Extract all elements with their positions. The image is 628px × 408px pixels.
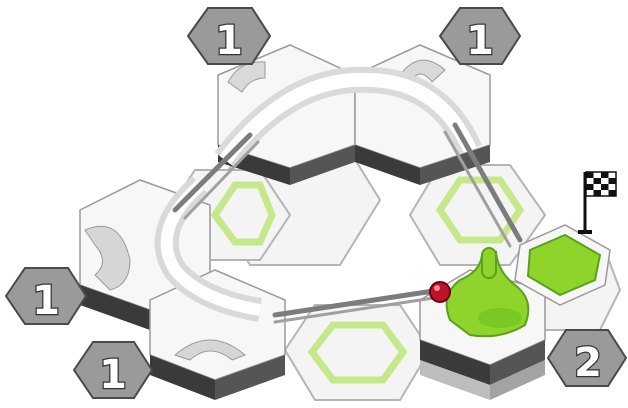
base-hex-bottom <box>283 304 432 401</box>
green-hex-marker-right <box>435 176 525 244</box>
green-hex-marker-bottom <box>307 321 408 384</box>
badge-top-right: 1 <box>438 7 522 65</box>
badge-left: 1 <box>4 267 88 325</box>
checkered-flag-icon <box>578 171 617 234</box>
rail-upper-right <box>452 122 523 243</box>
green-hex-markers <box>210 176 525 384</box>
green-hex-marker-left <box>210 181 276 246</box>
tile-top-right <box>354 44 491 185</box>
rail-upper-left <box>172 132 253 213</box>
marble-icon <box>429 281 451 303</box>
badge-top-left-value: 1 <box>215 18 243 64</box>
rail-bottom <box>272 287 443 318</box>
green-landing-ramp <box>514 224 611 306</box>
track-rail-icon <box>172 122 523 324</box>
volcano-icon <box>445 247 530 338</box>
badge-bottom-right-value: 2 <box>574 340 602 386</box>
badge-bottom-right: 2 <box>546 329 628 387</box>
badge-bottom-left-value: 1 <box>99 352 127 398</box>
badge-bottom-left: 1 <box>72 341 154 399</box>
badge-top-right-value: 1 <box>466 18 494 64</box>
badge-left-value: 1 <box>32 278 60 324</box>
badge-top-left: 1 <box>186 7 272 65</box>
